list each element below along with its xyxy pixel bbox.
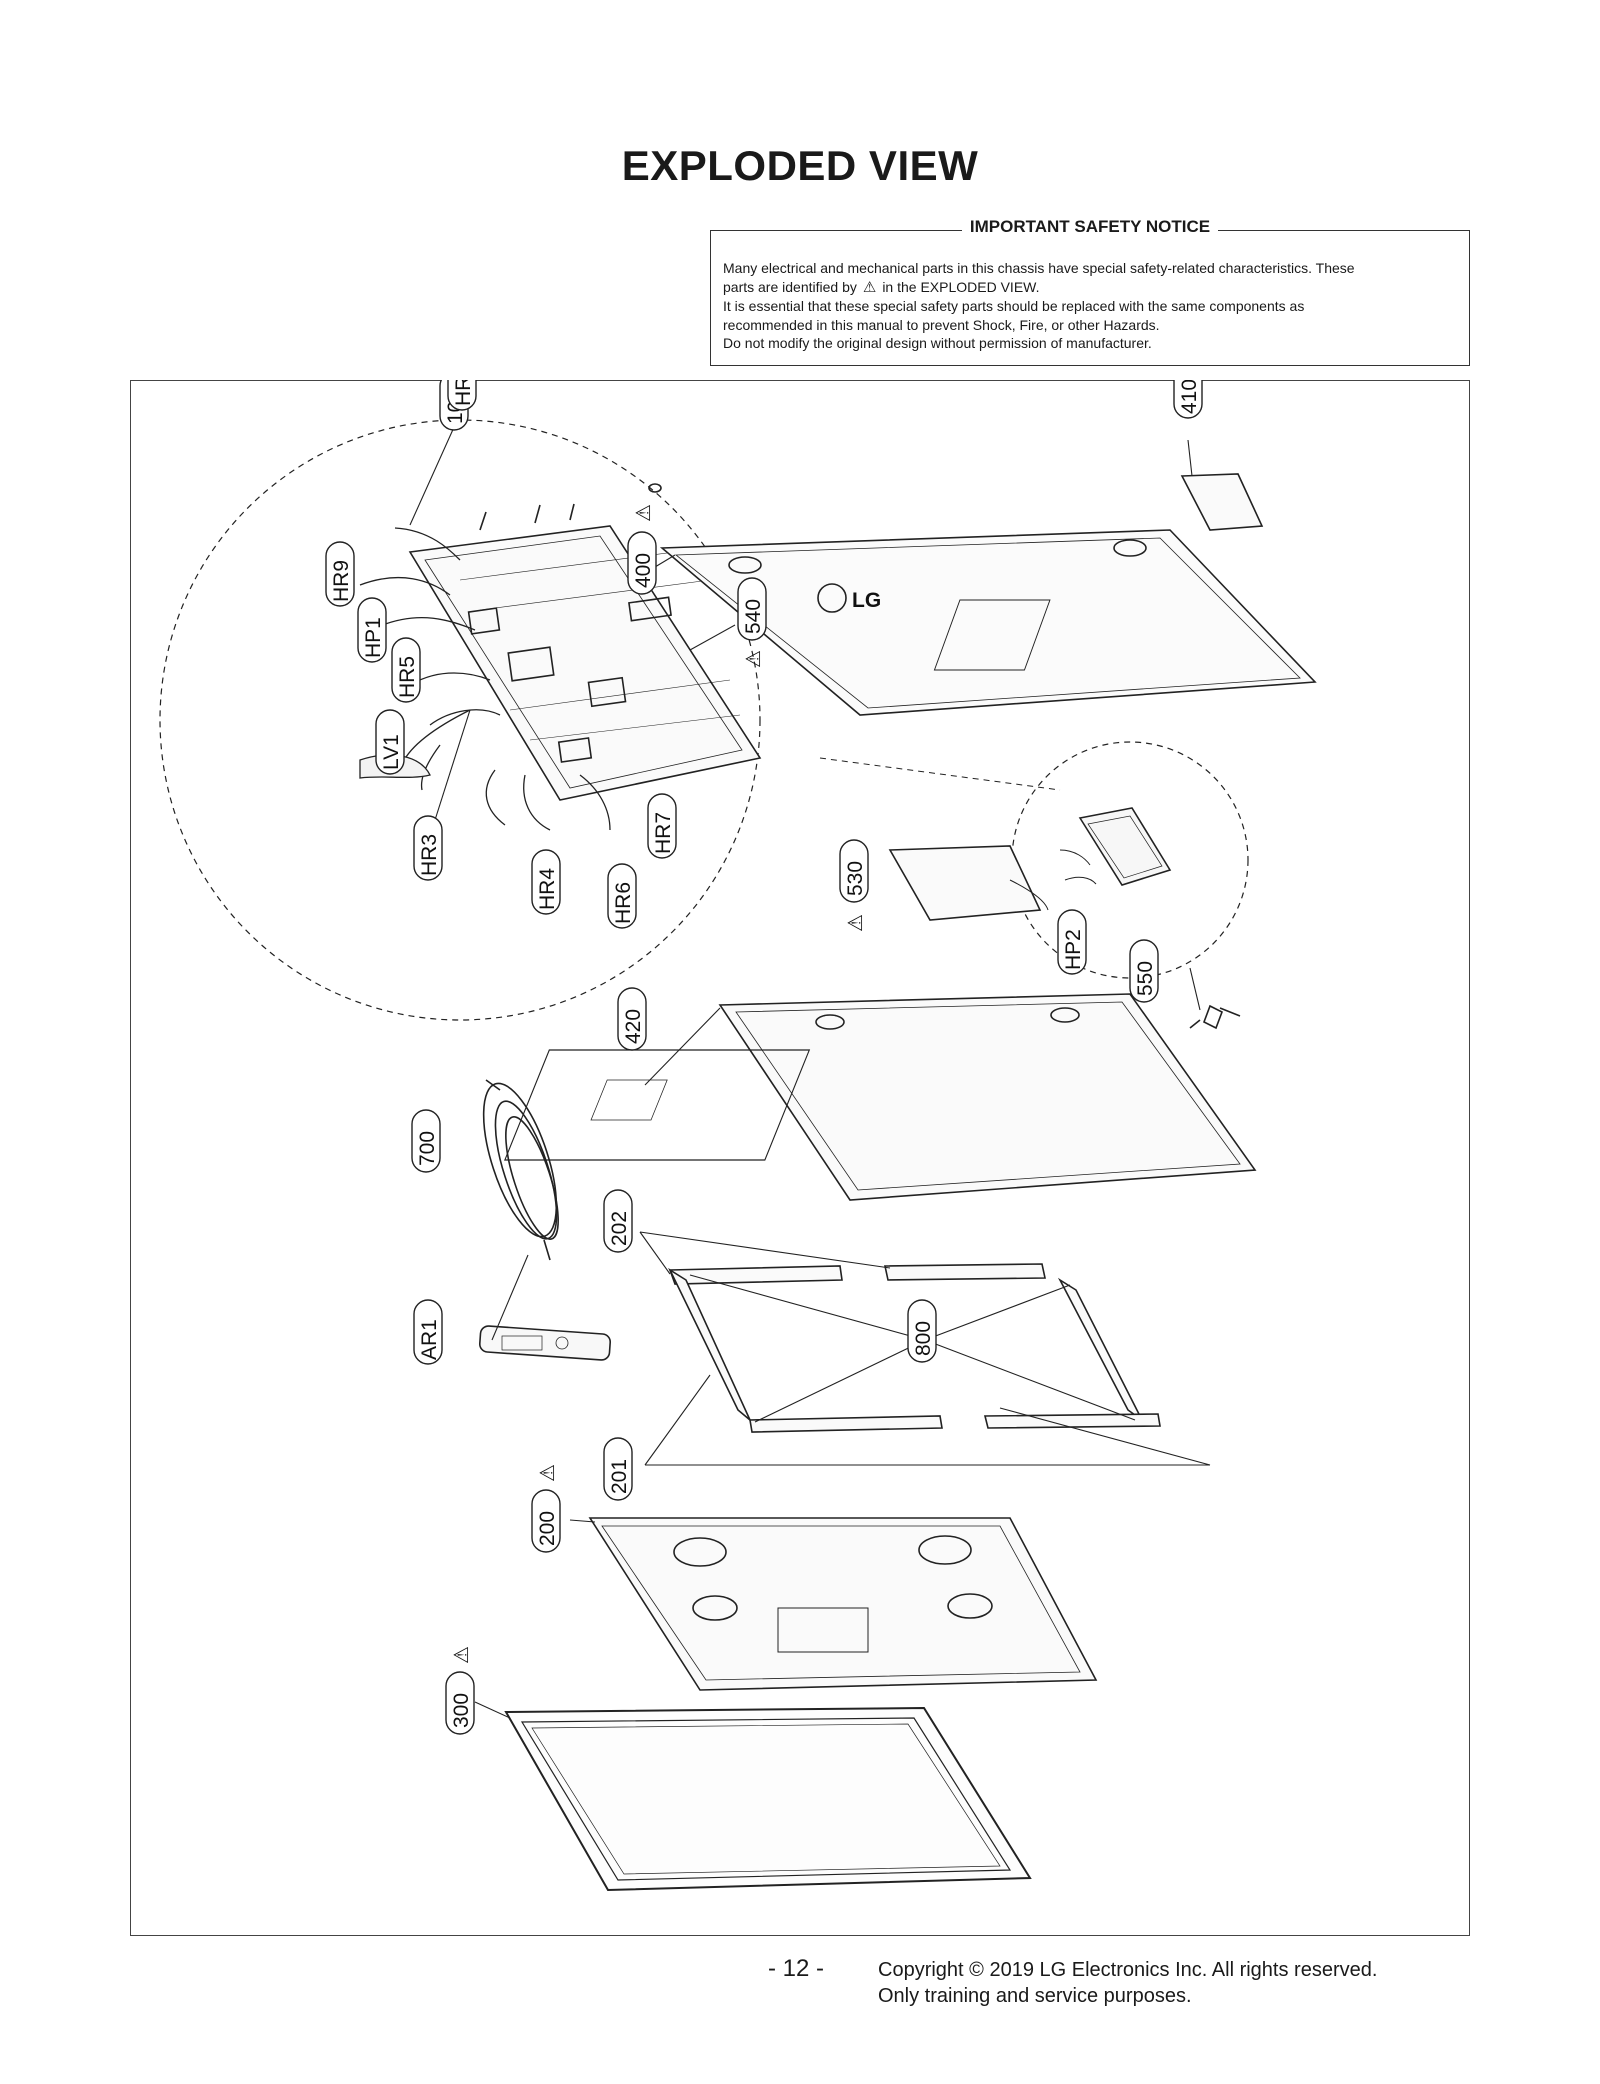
svg-text:800: 800	[912, 1321, 935, 1356]
callout-540: 540 ⚠	[737, 577, 767, 668]
notice-line-4: recommended in this manual to prevent Sh…	[723, 316, 1160, 333]
callout-700: 700	[411, 1109, 441, 1173]
warning-triangle-icon: ⚠	[741, 650, 765, 668]
back-cover-400: LG	[659, 529, 1317, 716]
lg-logo-text: LG	[852, 589, 881, 612]
callout-hr6: HR6	[607, 863, 637, 929]
lg-logo-circle	[817, 583, 847, 613]
svg-text:530: 530	[844, 861, 867, 896]
svg-text:550: 550	[1134, 961, 1157, 996]
svg-text:AR1: AR1	[418, 1319, 441, 1360]
callout-hr4: HR4	[531, 849, 561, 915]
cover-410	[1180, 473, 1264, 531]
display-panel-300	[504, 1706, 1032, 1892]
warning-triangle-icon: ⚠	[862, 278, 877, 296]
callout-400: 400 ⚠	[627, 504, 657, 595]
svg-text:202: 202	[608, 1211, 631, 1246]
notice-line-3: It is essential that these special safet…	[723, 298, 1305, 314]
svg-text:300: 300	[450, 1693, 473, 1728]
notice-line-5: Do not modify the original design withou…	[723, 335, 1152, 351]
power-cord-700	[482, 1079, 559, 1261]
callout-202: 202	[603, 1189, 633, 1253]
svg-text:200: 200	[536, 1511, 559, 1546]
main-board-540	[408, 483, 762, 801]
callout-hr3: HR3	[413, 815, 443, 881]
notice-line-1: Many electrical and mechanical parts in …	[723, 260, 1355, 276]
svg-text:HR9: HR9	[330, 560, 353, 602]
bracket-200	[588, 1517, 1098, 1691]
callout-hp1: HP1	[357, 597, 387, 663]
page-title: EXPLODED VIEW	[621, 142, 979, 189]
callout-410: 410	[1173, 380, 1203, 419]
callout-hr9: HR9	[325, 541, 355, 607]
svg-text:HR6: HR6	[612, 882, 635, 924]
safety-notice-heading: IMPORTANT SAFETY NOTICE	[961, 217, 1219, 236]
svg-text:LV1: LV1	[380, 734, 403, 770]
svg-text:201: 201	[608, 1459, 631, 1494]
callout-530: 530 ⚠	[839, 839, 869, 932]
warning-triangle-icon: ⚠	[535, 1464, 559, 1482]
board-location-circle	[1011, 741, 1249, 979]
callout-200: 200 ⚠	[531, 1464, 561, 1553]
svg-text:HR8: HR8	[452, 380, 475, 406]
copyright-line-1: Copyright © 2019 LG Electronics Inc. All…	[878, 1959, 1378, 1981]
screw-100	[648, 483, 662, 493]
exploded-view-diagram: LG	[159, 380, 1317, 1892]
warning-triangle-icon: ⚠	[843, 914, 867, 932]
callout-hp2: HP2	[1057, 909, 1087, 975]
svg-text:HR5: HR5	[396, 656, 419, 698]
safety-notice-body: Many electrical and mechanical parts in …	[723, 259, 1455, 353]
callout-hr7: HR7	[647, 793, 677, 859]
magnify-connector-line	[819, 757, 1061, 791]
callout-201: 201	[603, 1437, 633, 1501]
svg-text:HR4: HR4	[536, 868, 559, 910]
callout-550: 550	[1129, 939, 1159, 1003]
callout-800: 800	[907, 1299, 937, 1363]
svg-text:HP1: HP1	[362, 617, 385, 658]
svg-text:HR3: HR3	[418, 834, 441, 876]
callout-420: 420	[617, 987, 647, 1051]
page-number: - 12 -	[768, 1955, 825, 1982]
svg-text:HP2: HP2	[1062, 929, 1085, 970]
svg-text:400: 400	[632, 553, 655, 588]
guide-panels-201-202	[668, 1263, 1161, 1433]
leader-lines	[384, 424, 1211, 1719]
callout-hr5: HR5	[391, 637, 421, 703]
copyright-notice: Copyright © 2019 LG Electronics Inc. All…	[878, 1957, 1377, 2009]
warning-triangle-icon: ⚠	[449, 1646, 473, 1664]
callout-ar1: AR1	[413, 1299, 443, 1365]
diagram-frame	[130, 380, 1470, 1936]
svg-text:HR7: HR7	[652, 812, 675, 854]
safety-notice-box: IMPORTANT SAFETY NOTICE Many electrical …	[710, 217, 1470, 366]
copyright-line-2: Only training and service purposes.	[878, 1985, 1192, 2007]
warning-triangle-icon: ⚠	[631, 504, 655, 522]
clip-550	[1189, 1004, 1241, 1030]
notice-line-2: parts are identified by⚠in the EXPLODED …	[723, 278, 1040, 296]
frame-420	[504, 993, 1257, 1201]
svg-text:420: 420	[622, 1009, 645, 1044]
callout-hr8: HR8	[447, 380, 477, 411]
svg-text:540: 540	[742, 599, 765, 634]
remote-ar1	[478, 1325, 612, 1361]
board-detail-small	[1059, 807, 1172, 886]
callout-lv1: LV1	[375, 709, 405, 775]
insulator-sheet-530	[888, 845, 1049, 921]
callout-300: 300 ⚠	[445, 1646, 475, 1735]
svg-text:700: 700	[416, 1131, 439, 1166]
svg-text:410: 410	[1178, 380, 1201, 414]
